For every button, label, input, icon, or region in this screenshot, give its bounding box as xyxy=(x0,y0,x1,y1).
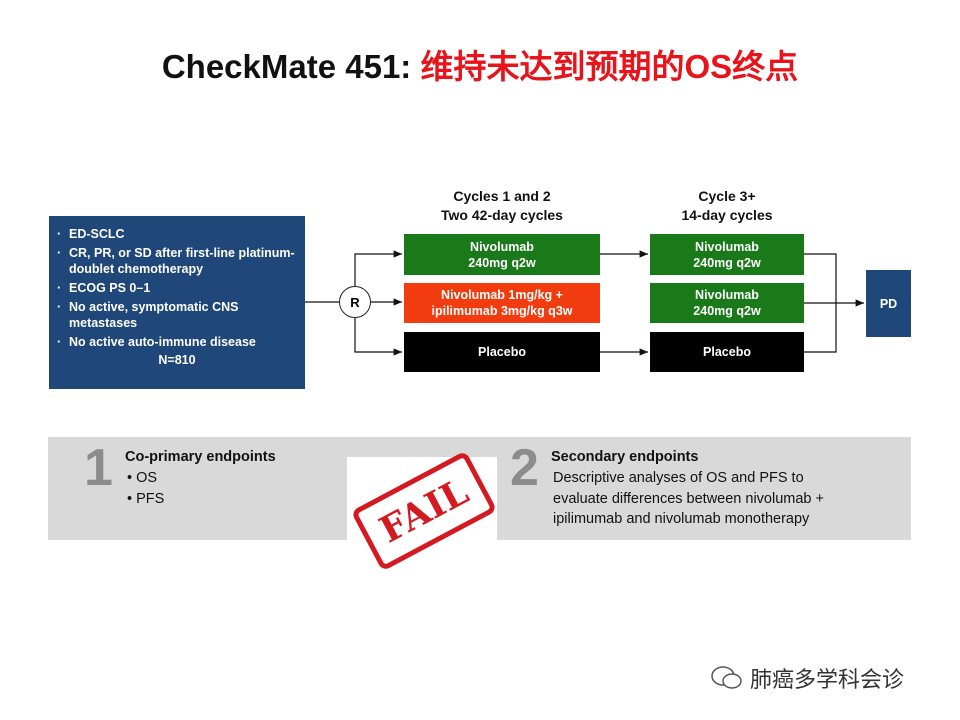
secondary-line: Descriptive analyses of OS and PFS to xyxy=(553,470,804,486)
arm-label: Placebo xyxy=(703,345,751,359)
secondary-line: ipilimumab and nivolumab monotherapy xyxy=(553,511,810,527)
eligibility-item: CR, PR, or SD after first-line platinum-… xyxy=(57,245,297,277)
column-header-line: 14-day cycles xyxy=(681,207,773,223)
arm-label: Nivolumab xyxy=(470,239,534,254)
arm-dose: 240mg q2w xyxy=(693,255,761,270)
arm-dose: 240mg q2w xyxy=(693,304,761,318)
primary-item: PFS xyxy=(136,490,165,507)
arm-nivo-ipi-induction: Nivolumab 1mg/kg + ipilimumab 3mg/kg q3w xyxy=(404,283,600,323)
eligibility-box: ED-SCLC CR, PR, or SD after first-line p… xyxy=(49,216,305,389)
sample-size: N=810 xyxy=(158,353,196,367)
page-title: CheckMate 451: 维持未达到预期的OS终点 xyxy=(0,40,960,88)
watermark-text: 肺癌多学科会诊 xyxy=(750,667,905,692)
secondary-heading: Secondary endpoints xyxy=(551,449,699,465)
fail-stamp-text: FAIL xyxy=(350,450,498,572)
arm-dose: 240mg q2w xyxy=(468,255,536,270)
arm-label: Placebo xyxy=(478,345,526,359)
arm-placebo-induction: Placebo xyxy=(404,332,600,372)
column-header-line: Cycles 1 and 2 xyxy=(453,188,551,204)
secondary-number: 2 xyxy=(510,439,539,497)
column-header-line: Cycle 3+ xyxy=(698,188,756,204)
eligibility-item: ECOG PS 0–1 xyxy=(57,280,297,296)
column-header-cycles-1-2: Cycles 1 and 2 Two 42-day cycles xyxy=(404,187,600,225)
secondary-line: evaluate differences between nivolumab + xyxy=(553,490,824,507)
title-highlight: 维持未达到预期的OS终点 xyxy=(420,48,799,85)
primary-list: • OS • PFS xyxy=(127,470,165,507)
arm-label: Nivolumab 1mg/kg + xyxy=(441,288,563,302)
eligibility-item: No active auto-immune disease xyxy=(57,334,297,350)
arm-placebo-maintenance: Placebo xyxy=(650,332,804,372)
arm-dose: ipilimumab 3mg/kg q3w xyxy=(431,304,573,318)
primary-number: 1 xyxy=(84,439,113,497)
fail-stamp: FAIL xyxy=(347,450,498,572)
title-prefix: CheckMate 451: xyxy=(161,48,421,85)
progression-box: PD xyxy=(866,270,911,337)
column-header-line: Two 42-day cycles xyxy=(441,207,563,223)
arm-nivolumab-maintenance-2: Nivolumab 240mg q2w xyxy=(650,283,804,323)
arm-label: Nivolumab xyxy=(695,288,759,302)
eligibility-item: No active, symptomatic CNS metastases xyxy=(57,299,297,331)
wechat-icon xyxy=(711,666,742,689)
eligibility-item: ED-SCLC xyxy=(57,226,297,242)
secondary-text: Descriptive analyses of OS and PFS to ev… xyxy=(553,468,824,530)
arm-label: Nivolumab xyxy=(695,239,759,254)
randomization-node: R xyxy=(339,286,371,318)
primary-item: OS xyxy=(136,470,158,486)
column-header-cycle-3: Cycle 3+ 14-day cycles xyxy=(630,187,824,225)
watermark: 肺癌多学科会诊 xyxy=(710,662,904,694)
primary-heading: Co-primary endpoints xyxy=(125,449,276,465)
